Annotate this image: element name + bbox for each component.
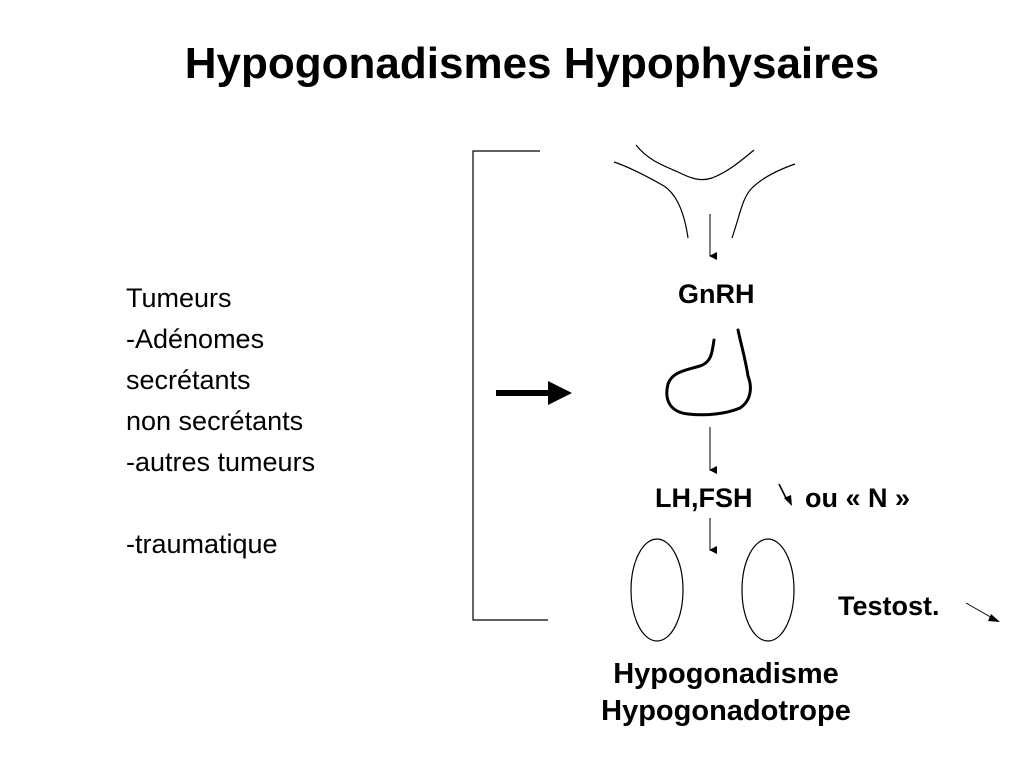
decrease-arrow-icon [778, 483, 792, 506]
slide-title: Hypogonadismes Hypophysaires [184, 39, 880, 88]
gnrh-label: GnRH [678, 279, 755, 309]
cause-item: -Adénomes [126, 324, 265, 354]
causes-list: Tumeurs -Adénomes secrétants non secréta… [126, 278, 315, 565]
cause-item: non secrétants [126, 406, 304, 436]
result-line1: Hypogonadisme [613, 658, 839, 690]
lhfsh-alt-label: ou « N » [805, 483, 911, 513]
gonad-left [630, 538, 684, 642]
result-label: Hypogonadisme Hypogonadotrope [556, 656, 896, 730]
testosterone-decrease-arrow-icon [965, 602, 1000, 622]
testosterone-label: Testost. [838, 591, 940, 621]
bracket-line [472, 150, 548, 621]
cause-item: secrétants [126, 365, 251, 395]
cause-item: -traumatique [126, 529, 278, 559]
pituitary-sketch [665, 328, 752, 417]
hypothalamus-sketch [613, 144, 796, 239]
lhfsh-label: LH,FSH [655, 483, 753, 513]
cause-item: Tumeurs [126, 283, 232, 313]
big-right-arrow [496, 381, 572, 405]
cause-item: -autres tumeurs [126, 447, 316, 477]
result-line2: Hypogonadotrope [601, 695, 851, 727]
gonad-right [741, 538, 795, 642]
